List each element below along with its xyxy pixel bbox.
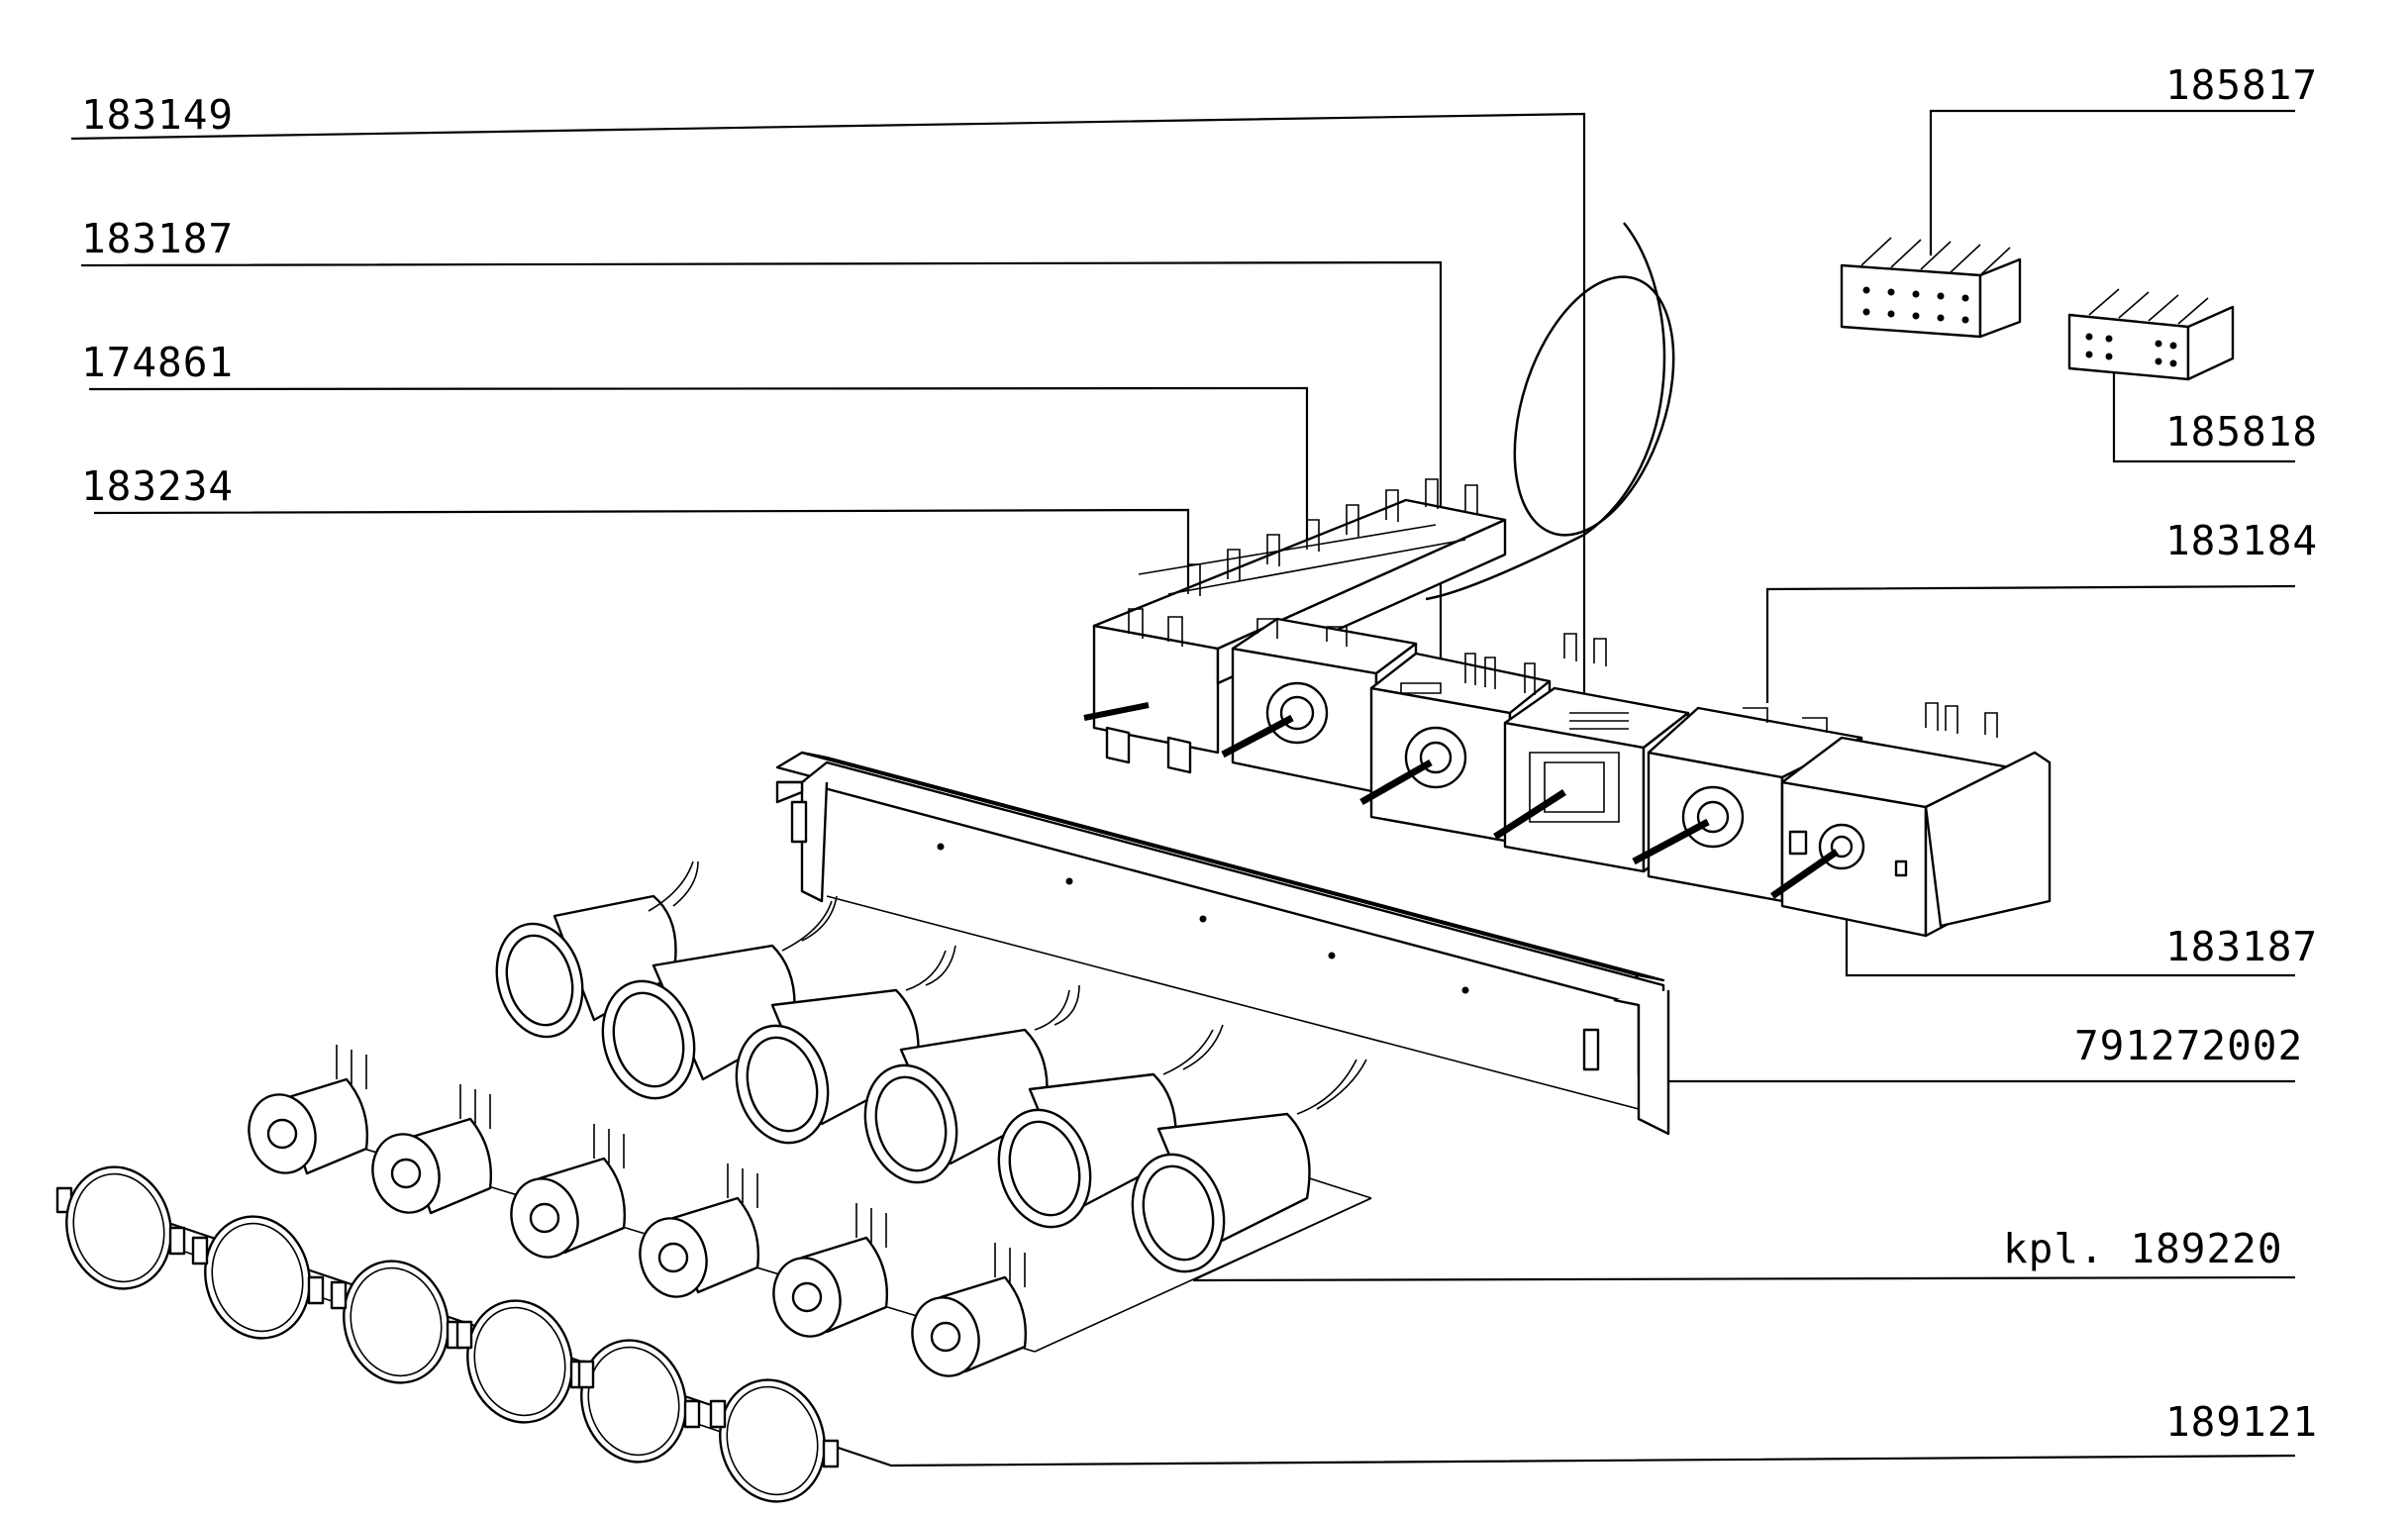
switch-module-row (1083, 478, 2052, 938)
lens-ring-4 (455, 1299, 587, 1424)
leader-183234 (93, 508, 1190, 614)
connector-185817-pins (1862, 286, 1969, 324)
leader-lines (70, 109, 2296, 1467)
bulb-socket-5 (772, 1203, 888, 1338)
lens-ring-5 (577, 1339, 701, 1464)
bulb-socket-1 (248, 1045, 368, 1175)
connector-185818-pins (2085, 333, 2177, 367)
wire-loop (1425, 222, 1675, 601)
leader-185818 (2112, 352, 2295, 463)
label-791272002: 791272002 (2074, 1022, 2303, 1069)
label-174861: 174861 (81, 339, 234, 386)
bulb-socket-4 (639, 1163, 759, 1298)
label-189121: 189121 (2165, 1398, 2318, 1446)
label-183187-bottom: 183187 (2165, 923, 2318, 970)
bulb-socket-3 (510, 1124, 626, 1259)
lamp-housing-set-189220 (495, 860, 1372, 1281)
leader-183187-bottom (1845, 911, 2295, 977)
bulb-socket-set (248, 1045, 1372, 1377)
lens-ring-set-189121 (55, 1165, 840, 1503)
bulb-socket-6 (911, 1243, 1027, 1377)
leader-kpl-189220 (1192, 1275, 2296, 1282)
connector-185818 (2067, 288, 2235, 381)
connector-185817 (1840, 237, 2022, 339)
leader-185817 (1929, 109, 2295, 255)
switch-module-183187-bottom (1770, 702, 2052, 938)
rail-mounting-holes (937, 843, 1469, 994)
lens-ring-1 (55, 1165, 186, 1290)
mounting-rail-791272002 (775, 751, 1670, 1136)
label-185818: 185818 (2165, 408, 2318, 455)
lens-ring-6 (709, 1378, 840, 1503)
lens-ring-2 (191, 1215, 325, 1340)
leader-174861 (88, 386, 1309, 644)
leader-183184 (1765, 584, 2296, 703)
label-183187-top: 183187 (81, 215, 234, 262)
label-183184: 183184 (2165, 517, 2318, 564)
label-183234: 183234 (81, 462, 234, 510)
leader-183149 (70, 112, 1586, 693)
bulb-socket-2 (371, 1084, 492, 1215)
lamp-housing-6 (1131, 1059, 1367, 1273)
label-185817: 185817 (2165, 61, 2318, 109)
label-kpl-189220: kpl. 189220 (2003, 1225, 2283, 1272)
lamp-housing-1 (495, 860, 699, 1039)
lens-ring-3 (330, 1260, 463, 1384)
label-183149: 183149 (81, 91, 234, 139)
